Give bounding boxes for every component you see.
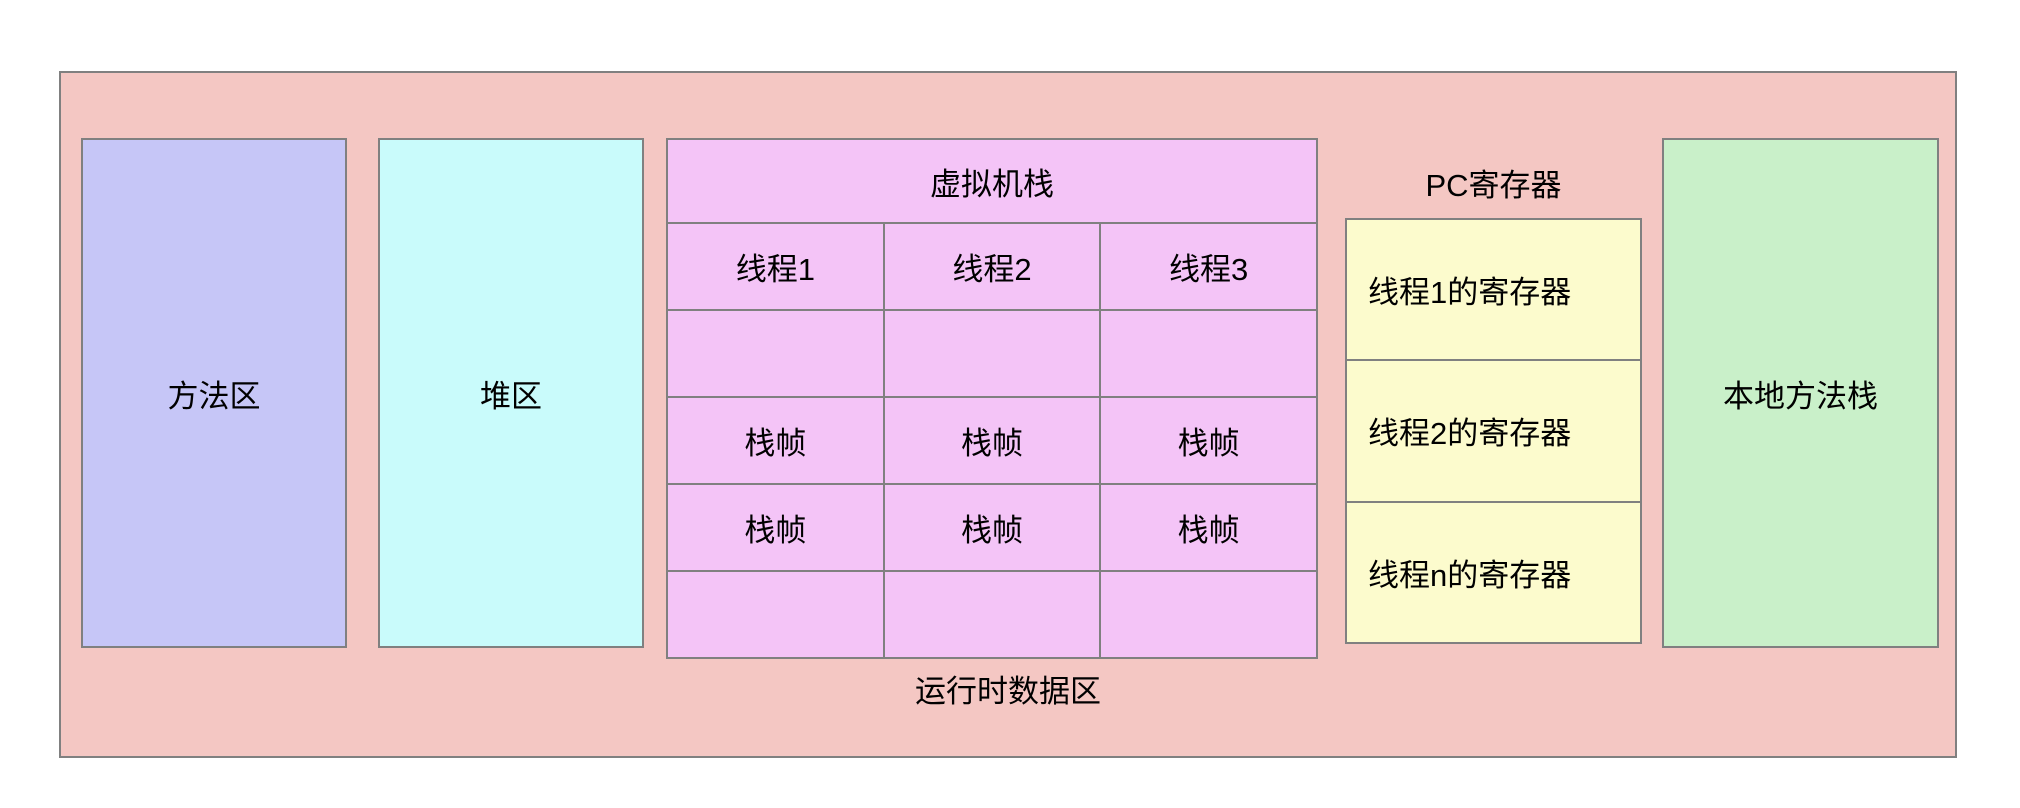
list-item: 线程1的寄存器: [1345, 218, 1642, 362]
vm-stack-cell: 栈帧: [1099, 483, 1318, 572]
vm-stack-cell: [1099, 309, 1318, 398]
vm-stack-cell: [666, 309, 885, 398]
vm-stack-cell: [882, 570, 1102, 659]
table-row: [666, 570, 1318, 659]
vm-stack-cell: 栈帧: [882, 396, 1102, 485]
list-item: 线程2的寄存器: [1345, 359, 1642, 503]
list-item: 线程n的寄存器: [1345, 500, 1642, 644]
table-row: 栈帧 栈帧 栈帧: [666, 483, 1318, 572]
method-area-label: 方法区: [167, 378, 261, 414]
vm-stack-title: 虚拟机栈: [666, 138, 1318, 224]
vm-stack-table: 虚拟机栈 线程1 线程2 线程3 栈帧 栈帧: [666, 138, 1318, 659]
vm-stack-cell: 栈帧: [666, 396, 885, 485]
heap-area-box: 堆区: [378, 138, 644, 648]
pc-register-group: PC寄存器 线程1的寄存器 线程2的寄存器 线程n的寄存器: [1345, 138, 1642, 648]
runtime-data-area-label: 运行时数据区: [915, 674, 1101, 709]
pc-register-list: 线程1的寄存器 线程2的寄存器 线程n的寄存器: [1345, 218, 1642, 648]
pc-register-item-label: 线程2的寄存器: [1368, 416, 1572, 452]
heap-area-label: 堆区: [480, 378, 542, 414]
method-area-box: 方法区: [81, 138, 347, 648]
table-row: 虚拟机栈: [666, 138, 1318, 224]
vm-stack-cell: 栈帧: [666, 483, 885, 572]
vm-stack-cell: [882, 309, 1102, 398]
native-method-stack-label: 本地方法栈: [1723, 378, 1878, 414]
pc-register-item-label: 线程1的寄存器: [1368, 275, 1572, 311]
vm-stack-cell: 栈帧: [1099, 396, 1318, 485]
vm-stack-cell: [1099, 570, 1318, 659]
table-row: 栈帧 栈帧 栈帧: [666, 396, 1318, 485]
vm-stack-group: 虚拟机栈 线程1 线程2 线程3 栈帧 栈帧: [666, 138, 1318, 659]
vm-stack-cell: [666, 570, 885, 659]
table-row: [666, 309, 1318, 398]
pc-register-item-label: 线程n的寄存器: [1368, 557, 1572, 593]
vm-stack-cell: 栈帧: [882, 483, 1102, 572]
vm-stack-cell: 线程1: [666, 222, 885, 311]
pc-register-title: PC寄存器: [1425, 168, 1562, 203]
table-row: 线程1 线程2 线程3: [666, 222, 1318, 311]
vm-stack-cell: 线程2: [882, 222, 1102, 311]
vm-stack-cell: 线程3: [1099, 222, 1318, 311]
runtime-data-area: 方法区 堆区 虚拟机栈 线程1 线程2 线程3: [59, 71, 1957, 758]
native-method-stack-box: 本地方法栈: [1662, 138, 1939, 648]
